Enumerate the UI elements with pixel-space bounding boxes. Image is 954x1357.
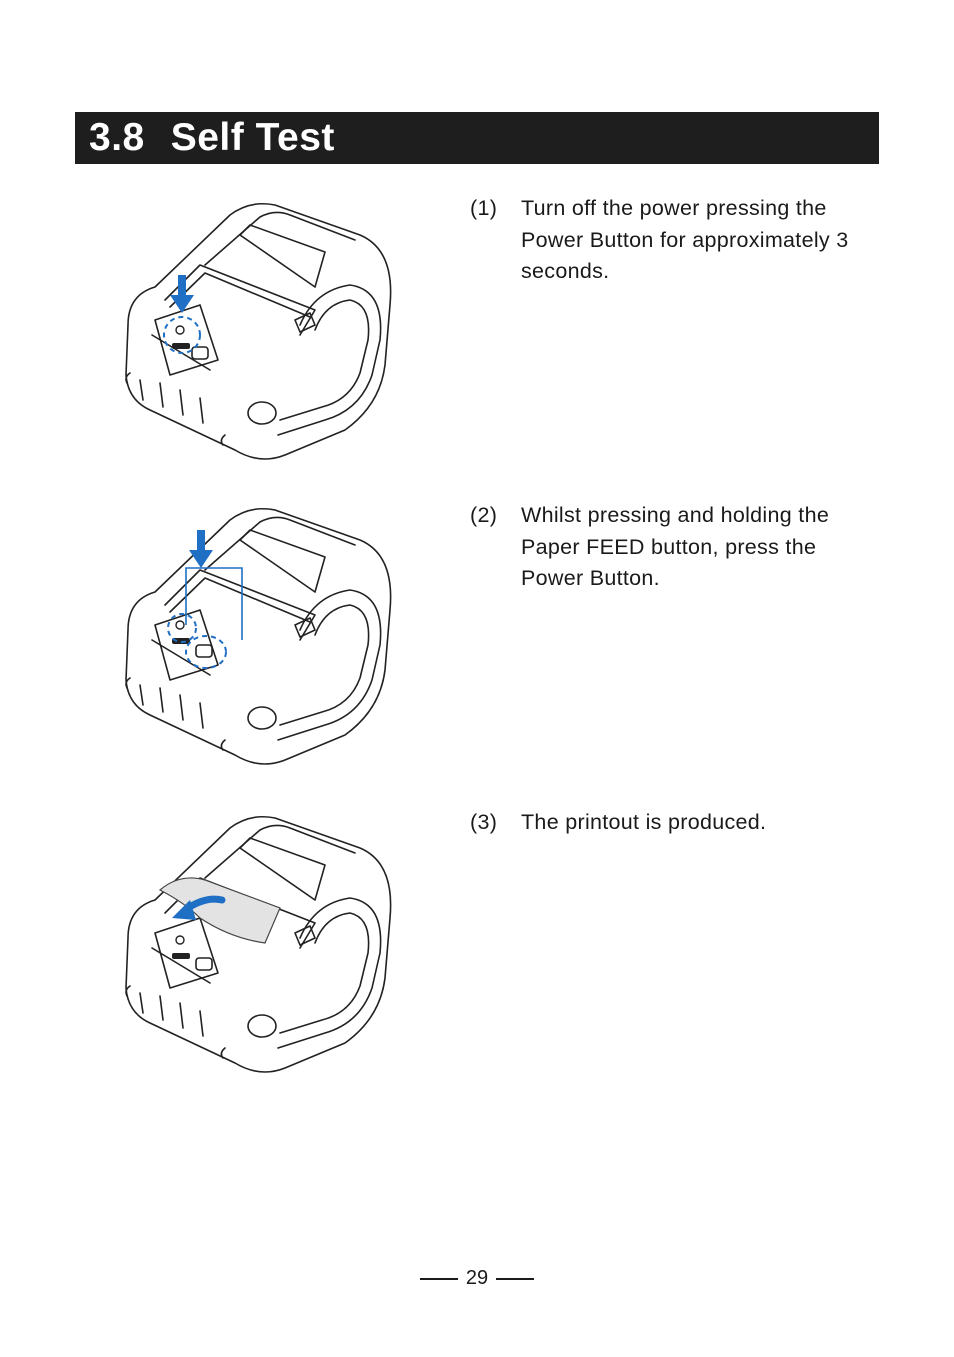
page-footer: 29 xyxy=(0,1264,954,1292)
step-number: (2) xyxy=(470,503,498,527)
step-number: (3) xyxy=(470,810,498,834)
section-number: 3.8 xyxy=(89,116,145,159)
printer-feed-button-illustration xyxy=(125,507,392,765)
feed-highlight-circle xyxy=(185,635,227,669)
step-text: The printout is produced. xyxy=(521,810,767,834)
printer-body xyxy=(125,815,392,1073)
curved-arrow-head-icon xyxy=(172,900,196,920)
section-heading: 3.8 Self Test xyxy=(89,116,335,160)
printer-power-button-illustration xyxy=(125,202,392,460)
power-highlight-circle xyxy=(167,613,197,643)
printout-paper xyxy=(158,877,281,944)
footer-dash-right xyxy=(496,1277,535,1280)
step-text: Whilst pressing and holding the Paper FE… xyxy=(521,503,830,590)
footer-dash-left xyxy=(419,1277,458,1280)
down-arrow-icon xyxy=(189,530,213,568)
highlight-bracket xyxy=(185,567,243,640)
step-text: Turn off the power pressing the Power Bu… xyxy=(521,196,849,283)
control-buttons xyxy=(172,325,209,360)
down-arrow-icon xyxy=(170,275,194,313)
page-number: 29 xyxy=(465,1267,489,1289)
section-title: Self Test xyxy=(170,116,335,159)
step-number: (1) xyxy=(470,196,498,220)
printer-printout-illustration xyxy=(125,815,392,1073)
printer-body xyxy=(125,507,392,765)
highlight-circle xyxy=(163,316,201,354)
section-title-bar: 3.8 Self Test xyxy=(75,112,879,164)
printer-body xyxy=(125,202,392,460)
control-buttons xyxy=(172,935,213,971)
